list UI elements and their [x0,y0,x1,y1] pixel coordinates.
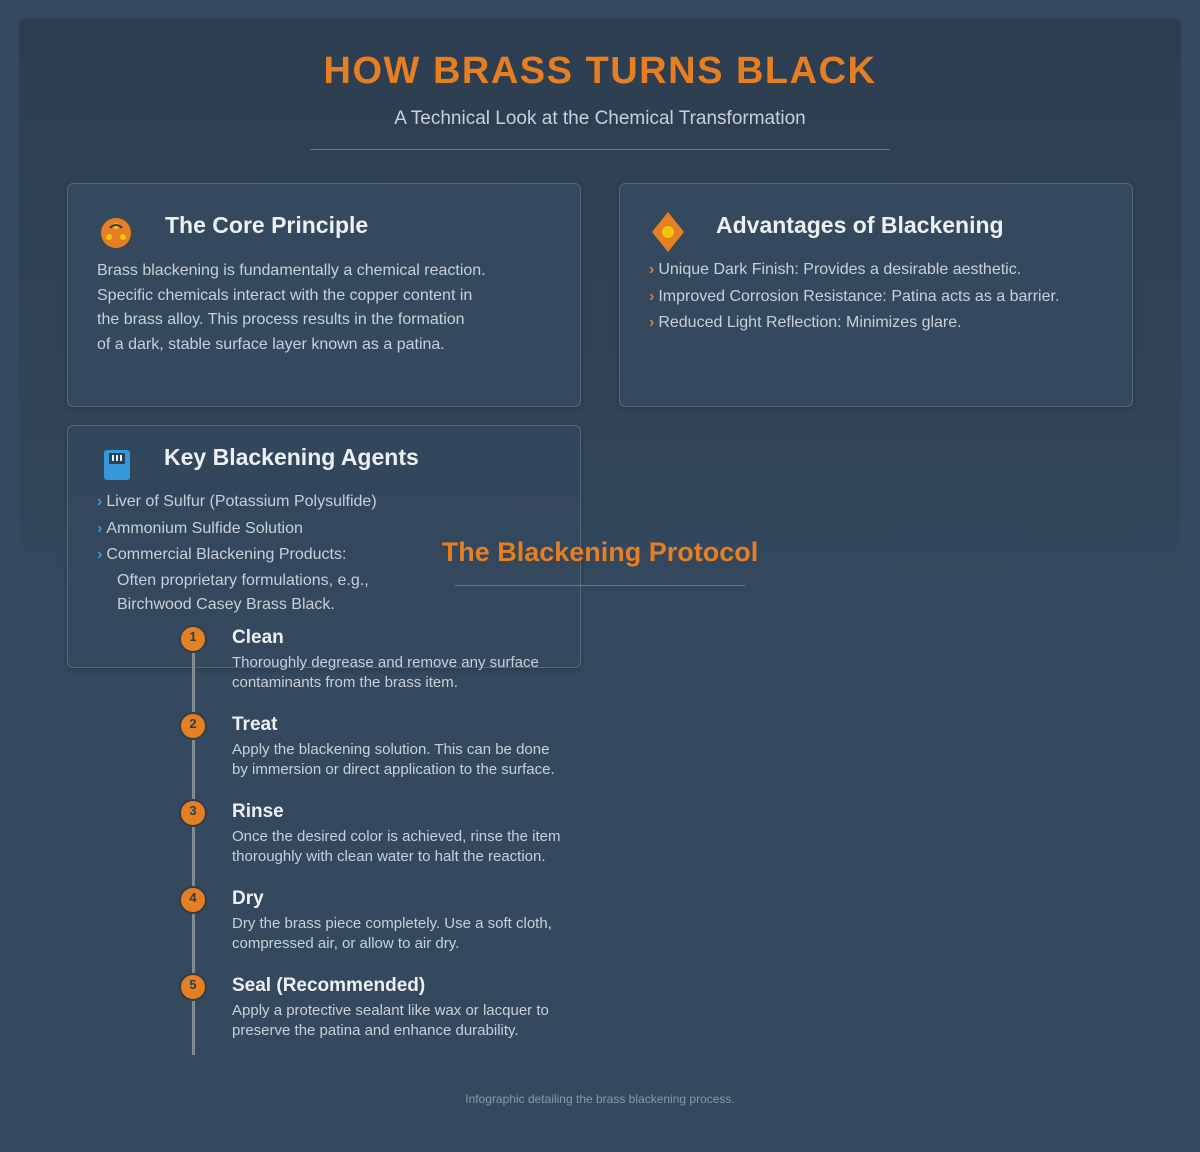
step-number-badge: 4 [179,886,207,914]
step-title: Clean [232,627,284,648]
core-principle-line: the brass alloy. This process results in… [97,311,465,328]
advantages-card: Advantages of Blackening ›Unique Dark Fi… [619,183,1133,407]
step-number-badge: 1 [179,625,207,653]
core-principle-line: Specific chemicals interact with the cop… [97,286,473,304]
flask-icon [104,450,130,480]
step-description: Once the desired color is achieved, rins… [232,828,561,865]
list-item: ›Unique Dark Finish: Provides a desirabl… [649,261,1022,278]
chevron-right-icon: › [649,261,655,278]
diamond-icon [652,212,684,252]
step-description: Apply the blackening solution. This can … [232,741,555,778]
step-title: Rinse [232,801,284,822]
advantages-list: ›Unique Dark Finish: Provides a desirabl… [649,257,1059,337]
agents-card: Key Blackening Agents ›Liver of Sulfur (… [67,425,581,668]
step-title: Seal (Recommended) [232,975,426,996]
core-principle-text: Brass blackening is fundamentally a chem… [97,259,486,357]
list-sub-line: Birchwood Casey Brass Black. [117,596,335,613]
list-item: ›Ammonium Sulfide Solution [97,519,303,537]
protocol-divider [455,585,745,586]
step-number-badge: 5 [179,973,207,1001]
page-subtitle: A Technical Look at the Chemical Transfo… [394,108,806,129]
agents-list: ›Liver of Sulfur (Potassium Polysulfide)… [97,489,377,618]
core-principle-title: The Core Principle [165,212,369,238]
step-number-badge: 2 [179,712,207,740]
list-item: ›Liver of Sulfur (Potassium Polysulfide) [97,493,377,510]
chevron-right-icon: › [97,519,103,537]
chevron-right-icon: › [97,493,103,510]
step-description: Thoroughly degrease and remove any surfa… [232,654,539,691]
title-divider [310,149,890,150]
list-item: ›Improved Corrosion Resistance: Patina a… [649,287,1060,305]
step-number-badge: 3 [179,799,207,827]
atom-icon [101,218,131,248]
chevron-right-icon: › [649,287,655,305]
step-description: Dry the brass piece completely. Use a so… [232,915,552,952]
chevron-right-icon: › [649,314,655,331]
chevron-right-icon: › [97,546,103,563]
advantages-title: Advantages of Blackening [716,212,1004,238]
agents-title: Key Blackening Agents [164,444,419,470]
step-title: Treat [232,714,278,735]
list-item: ›Reduced Light Reflection: Minimizes gla… [649,314,962,331]
core-principle-card: The Core Principle Brass blackening is f… [67,183,581,407]
protocol-title: The Blackening Protocol [441,537,759,567]
list-sub-line: Often proprietary formulations, e.g., [117,571,369,589]
step-description: Apply a protective sealant like wax or l… [232,1002,549,1039]
core-principle-line: of a dark, stable surface layer known as… [97,335,445,353]
page-title: HOW BRASS TURNS BLACK [323,50,877,92]
timeline-line [192,638,195,1055]
list-item: ›Commercial Blackening Products: Often p… [97,542,377,618]
core-principle-line: Brass blackening is fundamentally a chem… [97,262,486,279]
footer-caption: Infographic detailing the brass blackeni… [465,1092,735,1106]
step-title: Dry [232,888,264,909]
